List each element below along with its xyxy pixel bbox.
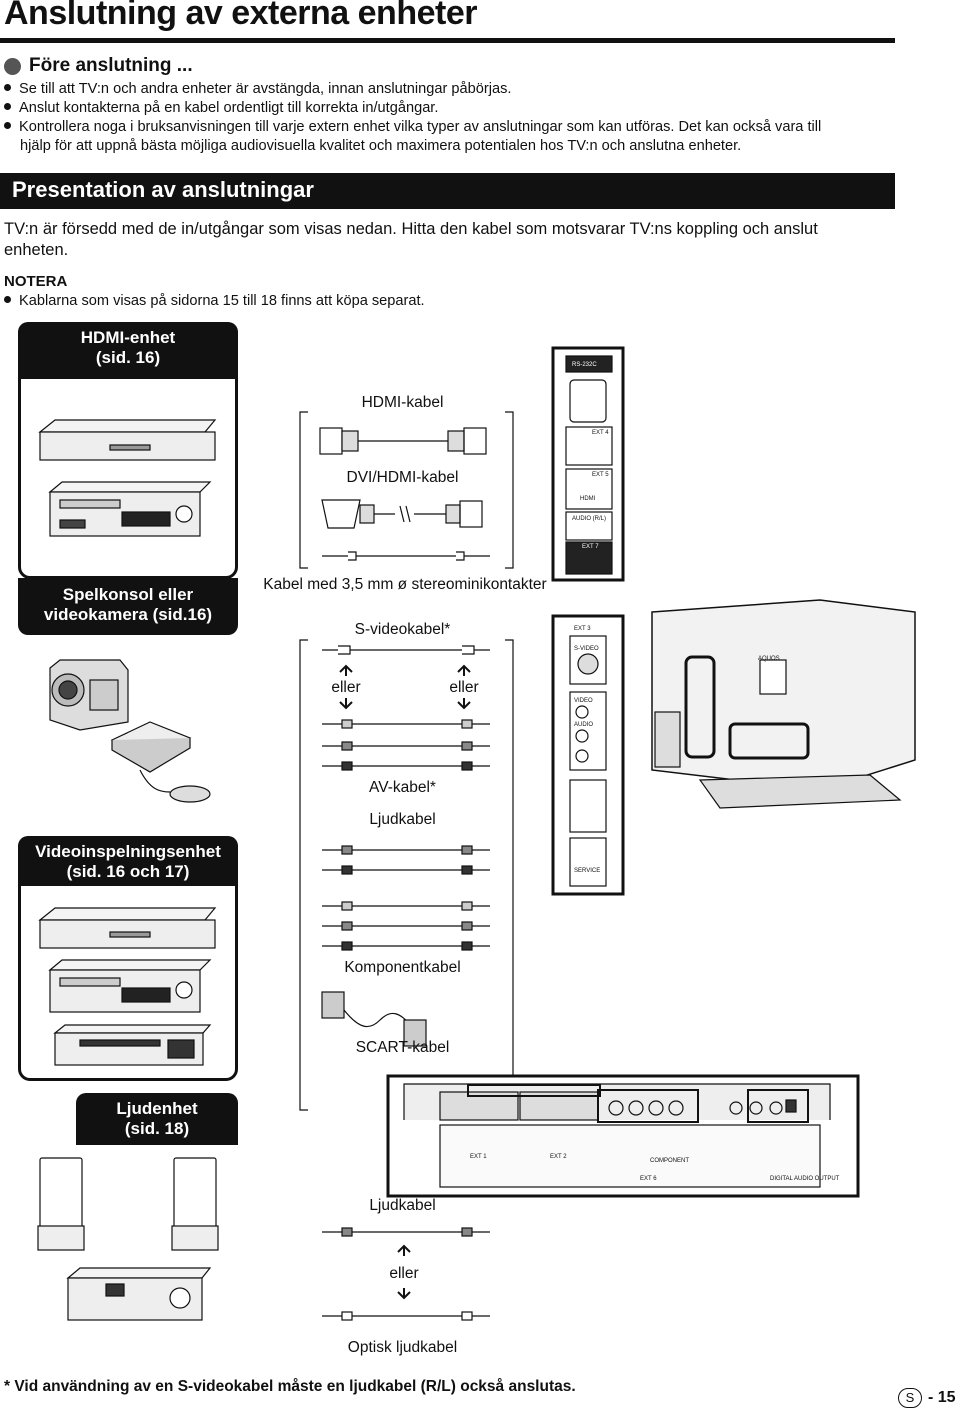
title-rule — [0, 38, 895, 43]
ext4-label: EXT 4 — [592, 430, 609, 436]
intro-paragraph: TV:n är försedd med de in/utgångar som v… — [4, 220, 818, 238]
svideo-cable-label: S-videokabel* — [354, 621, 451, 638]
scart-cable-icon — [321, 991, 427, 1047]
note-label: NOTERA — [4, 273, 68, 290]
mini-stereo-cable-icon — [322, 551, 490, 561]
video-label: VIDEO — [574, 698, 593, 704]
ext1-label: EXT 1 — [470, 1154, 487, 1160]
scart-cable-label: SCART-kabel — [355, 1039, 450, 1056]
game-console-icon — [110, 721, 211, 803]
eller-label-3: eller — [389, 1265, 419, 1282]
video-recorder-1-icon — [38, 907, 217, 949]
speaker-left-icon — [37, 1157, 85, 1251]
tv-rear-icon — [651, 599, 916, 809]
bullet-item: Anslut kontakterna på en kabel ordentlig… — [4, 99, 438, 118]
rca-cables-icon — [322, 719, 490, 951]
language-badge: S — [898, 1388, 922, 1408]
ext2-label: EXT 2 — [550, 1154, 567, 1160]
audio-cable-bottom-icon — [322, 1227, 490, 1321]
rear-terminal-panel — [386, 1074, 860, 1198]
dvd-player-icon — [48, 481, 212, 537]
speaker-right-icon — [171, 1157, 219, 1251]
footnote: * Vid användning av en S-videokabel måst… — [4, 1378, 576, 1395]
svideo-label: S-VIDEO — [574, 646, 599, 652]
bullet-continuation: hjälp för att uppnå bästa möjliga audiov… — [20, 138, 742, 154]
s-video-cable-icon — [322, 645, 490, 655]
rs232c-label: RS-232C — [572, 362, 597, 368]
service-label: SERVICE — [574, 868, 600, 874]
hdmi-cable-icon — [319, 427, 487, 455]
camcorder-icon — [49, 659, 129, 731]
av-cable-label: AV-kabel* — [369, 779, 436, 796]
digital-out-label: DIGITAL AUDIO OUTPUT — [770, 1176, 840, 1182]
ext6-label: EXT 6 — [640, 1176, 657, 1182]
dvi-hdmi-cable-icon — [321, 499, 483, 529]
ext5-label: EXT 5 — [592, 472, 609, 478]
note-bullet: Kablarna som visas på sidorna 15 till 18… — [4, 292, 425, 311]
bullet-item: Se till att TV:n och andra enheter är av… — [4, 80, 511, 99]
page-number: S- 15 — [898, 1388, 956, 1408]
brand-label: AQUOS — [758, 656, 780, 662]
section-heading-before: Före anslutning ... — [4, 55, 193, 77]
audio-cable-label: Ljudkabel — [369, 811, 436, 828]
ext7-label: EXT 7 — [582, 544, 599, 550]
video-recorder-2-icon — [48, 959, 212, 1013]
dvi-cable-label: DVI/HDMI-kabel — [346, 469, 459, 486]
side-terminal-panel — [551, 346, 625, 582]
audio-rl-label: AUDIO (R/L) — [572, 516, 606, 522]
audio-cable-label-bottom: Ljudkabel — [369, 1197, 436, 1214]
eller-label-2: eller — [449, 679, 479, 696]
bullet-circle-icon — [4, 57, 21, 75]
audio-device-label: Ljudenhet(sid. 18) — [76, 1093, 238, 1145]
side-terminal-panel-lower — [551, 614, 625, 896]
mini-cable-label: Kabel med 3,5 mm ø stereominikontakter — [263, 576, 547, 593]
intro-paragraph-cont: enheten. — [4, 241, 69, 259]
optical-cable-label: Optisk ljudkabel — [347, 1339, 458, 1356]
dvd-recorder-icon — [38, 419, 217, 461]
page-title: Anslutning av externa enheter — [4, 0, 477, 32]
video-device-label: Videoinspelningsenhet(sid. 16 och 17) — [18, 836, 238, 886]
hdmi-cable-label: HDMI-kabel — [361, 394, 444, 411]
audio-label: AUDIO — [574, 722, 593, 728]
section-heading-text: Före anslutning ... — [29, 55, 193, 76]
eller-arrows — [339, 664, 471, 1300]
hdmi-device-label: HDMI-enhet(sid. 16) — [18, 322, 238, 379]
bullet-item: Kontrollera noga i bruksanvisningen till… — [4, 118, 821, 137]
vcr-icon — [53, 1024, 212, 1066]
eller-label-1: eller — [331, 679, 361, 696]
component-label: COMPONENT — [650, 1158, 689, 1164]
ext3-label: EXT 3 — [574, 626, 591, 632]
component-cable-label: Komponentkabel — [344, 959, 461, 976]
section-band: Presentation av anslutningar — [0, 173, 895, 209]
hdmi-label: HDMI — [580, 496, 596, 502]
amplifier-icon — [66, 1267, 212, 1321]
